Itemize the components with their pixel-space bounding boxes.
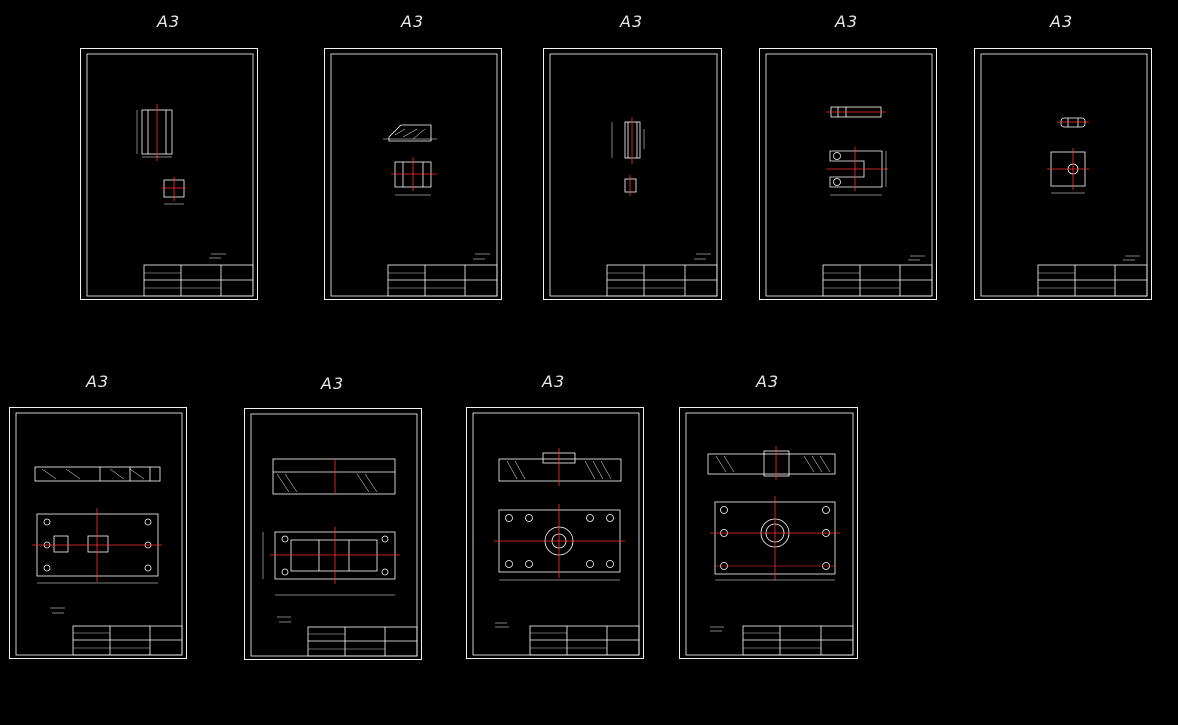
drawing-sheet-4[interactable] — [759, 48, 937, 300]
sheet-8-format-label: A3 — [542, 372, 566, 391]
drawing-sheet-5[interactable] — [974, 48, 1152, 300]
drawing-sheet-8[interactable] — [466, 407, 644, 659]
drawing-sheet-7[interactable] — [244, 408, 422, 660]
sheet-9-format-label: A3 — [756, 372, 780, 391]
sheet-1-format-label: A3 — [157, 12, 181, 31]
sheet-5-format-label: A3 — [1050, 12, 1074, 31]
drawing-sheet-6[interactable] — [9, 407, 187, 659]
sheet-6-format-label: A3 — [86, 372, 110, 391]
drawing-sheet-2[interactable] — [324, 48, 502, 300]
sheet-4-format-label: A3 — [835, 12, 859, 31]
sheet-3-format-label: A3 — [620, 12, 644, 31]
sheet-2-format-label: A3 — [401, 12, 425, 31]
drawing-sheet-3[interactable] — [543, 48, 722, 300]
drawing-sheet-9[interactable] — [679, 407, 858, 659]
drawing-sheet-1[interactable] — [80, 48, 258, 300]
sheet-7-format-label: A3 — [321, 374, 345, 393]
